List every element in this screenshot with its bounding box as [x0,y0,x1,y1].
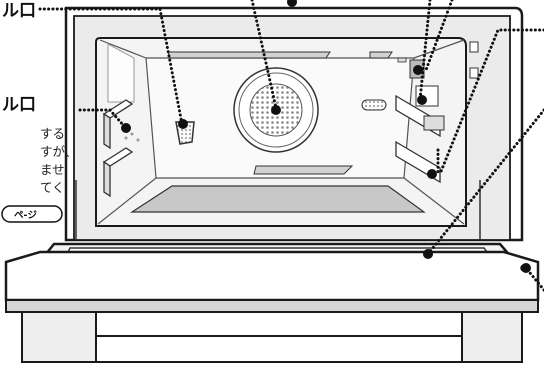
label-mid-left: ル口 [2,95,36,115]
oven-door [6,244,538,362]
page-ref-text: ペ-ジ [14,210,37,221]
note-line-1: する [40,126,65,141]
note-line-2: すが、 [40,144,77,159]
bottom-heater [254,166,352,174]
note-line-3: ませ [40,162,65,177]
page-ref-badge: ペ-ジ [2,206,62,222]
label-top-left: ル口 [2,1,36,21]
note-line-4: てく [40,180,65,195]
